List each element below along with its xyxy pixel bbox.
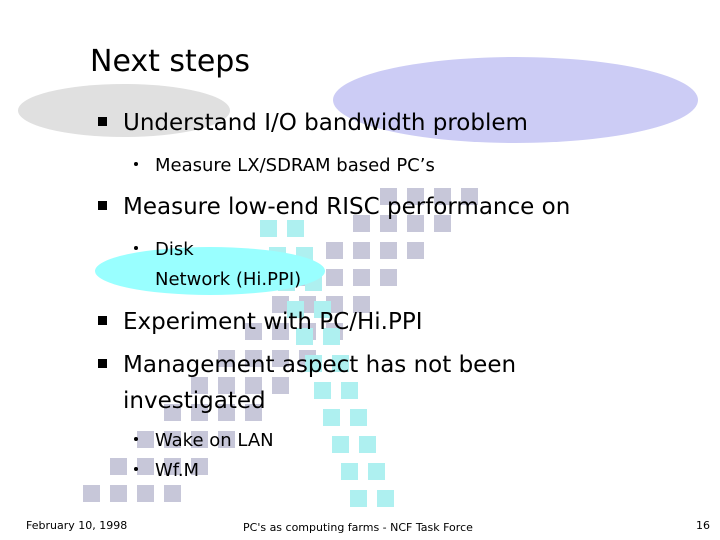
square-bullet-icon [98,201,107,210]
bullet-text: Disk [155,239,194,260]
dash-square-decoration [326,242,343,259]
dash-square-decoration [341,382,358,399]
slide-title: Next steps [90,44,250,79]
dash-square-decoration [110,458,127,475]
dash-square-decoration [269,247,286,264]
dash-square-decoration [164,485,181,502]
square-bullet-icon [98,316,107,325]
bullet-level2-disk: Disk [134,239,194,260]
dash-square-decoration [299,269,316,286]
dash-square-decoration [326,269,343,286]
dash-square-decoration [137,485,154,502]
dot-bullet-icon [134,467,138,471]
bullet-level2-wfm: Wf.M [134,460,199,481]
footer-date: February 10, 1998 [26,519,128,532]
bullet-level1-experiment-pc-hippi: Experiment with PC/Hi.PPI [98,309,423,335]
bullet-level2-measure-lx-sdram: Measure LX/SDRAM based PC’s [134,155,435,176]
dash-square-decoration [83,485,100,502]
dash-square-decoration [350,490,367,507]
dash-square-decoration [314,382,331,399]
dash-square-decoration [305,274,322,291]
footer-center-text: PC's as computing farms - NCF Task Force [243,521,473,534]
footer-page-number: 16 [696,519,710,532]
dot-bullet-icon [134,246,138,250]
dash-square-decoration [368,463,385,480]
square-bullet-icon [98,117,107,126]
bullet-text: Wake on LAN [155,430,274,451]
dash-square-decoration [332,436,349,453]
bullet-text: Management aspect has not been [123,352,517,378]
bullet-text: Wf.M [155,460,200,481]
bullet-text: Understand I/O bandwidth problem [123,110,528,136]
dash-square-decoration [296,247,313,264]
bullet-text: Measure low-end RISC performance on [123,194,571,220]
dash-square-decoration [287,220,304,237]
dash-square-decoration [353,242,370,259]
dash-square-decoration [359,436,376,453]
bullet-level1-investigated-cont: investigated [123,388,266,414]
bullet-text: Measure LX/SDRAM based PC’s [155,155,435,176]
dot-bullet-icon [134,437,138,441]
dash-square-decoration [407,242,424,259]
bullet-level2-wake-on-lan: Wake on LAN [134,430,274,451]
dot-bullet-icon [134,162,138,166]
bullet-text: Experiment with PC/Hi.PPI [123,309,423,335]
gray-dashed-band-decoration [83,188,720,508]
square-bullet-icon [98,359,107,368]
dash-square-decoration [353,269,370,286]
dash-square-decoration [350,409,367,426]
dash-square-decoration [380,269,397,286]
bullet-level2-network-hippi: Network (Hi.PPI) [155,269,302,290]
dash-square-decoration [110,485,127,502]
dash-square-decoration [341,463,358,480]
dash-square-decoration [377,490,394,507]
dash-square-decoration [260,220,277,237]
dash-square-decoration [380,242,397,259]
bullet-level1-management-aspect: Management aspect has not been [98,352,516,378]
dash-square-decoration [272,377,289,394]
bullet-level1-understand-io: Understand I/O bandwidth problem [98,110,528,136]
dash-square-decoration [323,409,340,426]
bullet-level1-measure-risc: Measure low-end RISC performance on [98,194,570,220]
